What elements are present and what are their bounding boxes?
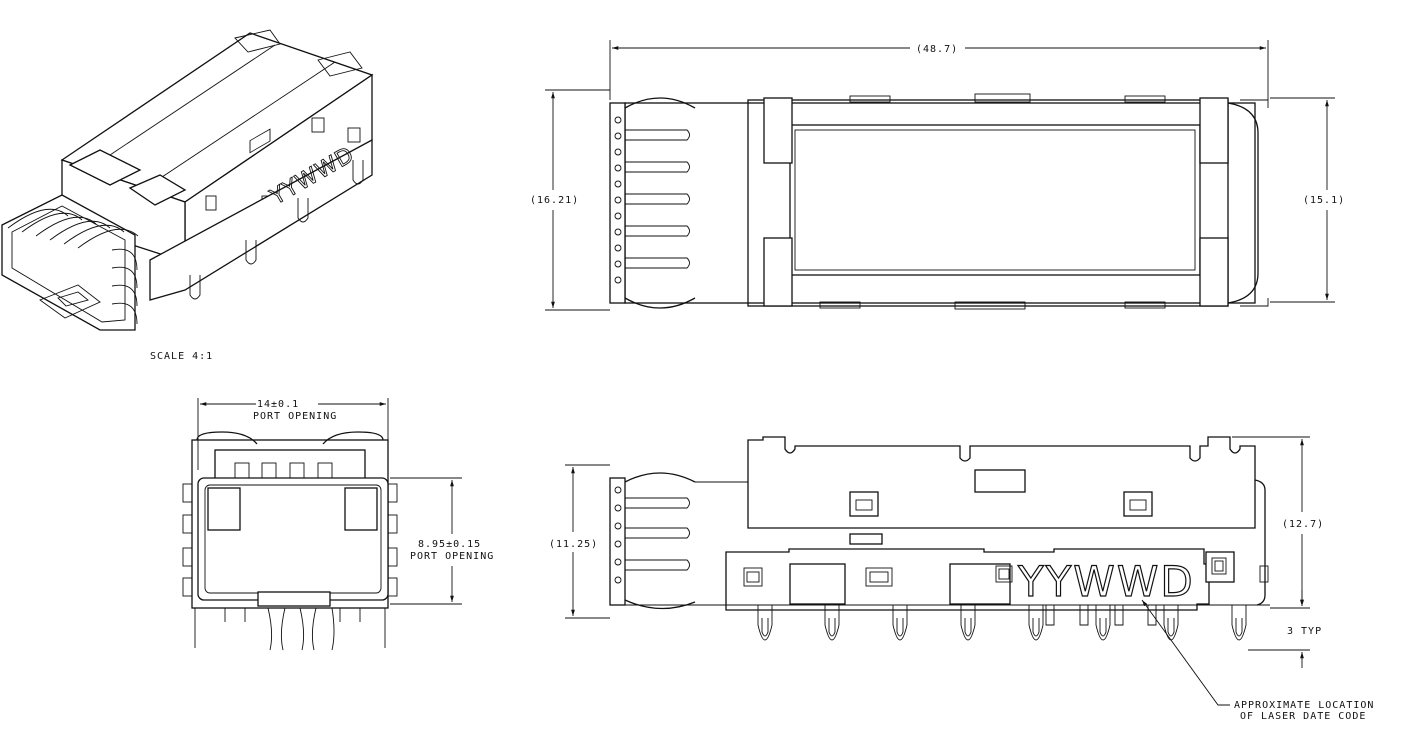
dim-side-right-height: (12.7) <box>1282 519 1324 530</box>
front-view <box>182 431 398 651</box>
side-view-dimensions <box>565 436 1310 706</box>
dim-side-pin-length: 3 TYP <box>1287 626 1322 637</box>
top-view <box>609 93 1269 310</box>
side-view: YYWWD <box>609 436 1270 641</box>
dim-front-height-value: 8.95±0.15 <box>418 539 481 550</box>
isometric-view: YYWWD <box>1 29 374 331</box>
dim-top-left-height: (16.21) <box>530 195 579 206</box>
dim-front-width-value: 14±0.1 <box>257 399 299 410</box>
side-date-code: YYWWD <box>1017 557 1195 606</box>
scale-label: SCALE 4:1 <box>150 351 213 362</box>
dim-front-width-label: PORT OPENING <box>253 411 337 422</box>
callout-line-1: APPROXIMATE LOCATION <box>1234 700 1374 711</box>
dim-top-right-height: (15.1) <box>1303 195 1345 206</box>
dim-side-left-height: (11.25) <box>549 539 598 550</box>
front-view-dimensions <box>197 398 462 605</box>
callout-line-2: OF LASER DATE CODE <box>1240 711 1366 722</box>
dim-top-length: (48.7) <box>916 44 958 55</box>
top-view-dimensions <box>545 40 1335 311</box>
dim-front-height-label: PORT OPENING <box>410 551 494 562</box>
